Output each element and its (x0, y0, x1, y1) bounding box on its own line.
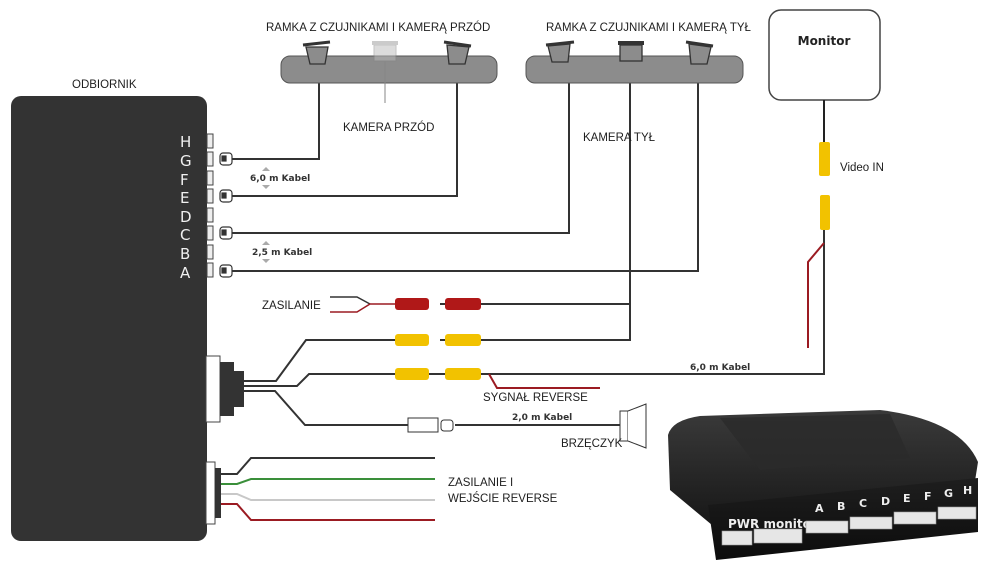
power-line: ZASILANIE (262, 296, 481, 313)
monitor-label: Monitor (798, 34, 851, 48)
rear-frame: RAMKA Z CZUJNIKAMI I KAMERĄ TYŁ KAMERA T… (525, 22, 752, 144)
front-frame: RAMKA Z CZUJNIKAMI I KAMERĄ PRZÓD KAMERA… (266, 21, 498, 134)
monitor: Monitor Video IN 6,0 m Kabel (315, 9, 884, 375)
device-pin-label: F (924, 490, 932, 503)
sensor-icon (443, 40, 472, 65)
pin-label: E (180, 189, 189, 207)
power-reverse-label: ZASILANIE I (448, 477, 513, 489)
pin-label: F (180, 171, 189, 189)
cable-length-front: 6,0 m Kabel (250, 167, 310, 189)
buzzer-icon (619, 403, 647, 449)
harness-socket (205, 355, 221, 423)
sensor-wires (232, 60, 699, 341)
pin-label: C (180, 226, 190, 244)
rca-connector-yellow (395, 334, 429, 346)
device-pin-label: A (815, 502, 824, 515)
front-camera-icon (372, 41, 398, 103)
pin-label: H (180, 133, 191, 151)
reverse-signal-label: SYGNAŁ REVERSE (483, 392, 588, 404)
device-pin-label: B (837, 500, 845, 513)
cable-length-label: 6,0 m Kabel (250, 174, 310, 184)
device-pin-labels: A B C D E F G H (815, 484, 972, 515)
receiver-label: ODBIORNIK (72, 79, 137, 91)
rca-connector-yellow (445, 334, 481, 346)
rca-connector-red (445, 298, 481, 310)
pin-label: A (180, 264, 191, 282)
device-label-main: PWR monitor (728, 517, 817, 531)
receiver-pins: H G F E D C B A (180, 133, 192, 282)
harness-plug (220, 362, 234, 416)
pin-label: B (180, 245, 190, 263)
receiver: ODBIORNIK H G F E D C B A (11, 79, 244, 541)
sensor-icon (302, 40, 331, 65)
receiver-body (11, 96, 207, 541)
rca-connector-yellow (819, 142, 830, 176)
buzzer-connector (407, 417, 439, 433)
device-photo: PWR monitor A B C D E F G H (668, 410, 978, 560)
device-pin-label: H (963, 484, 972, 497)
device-pin-label: E (903, 492, 911, 505)
buzzer-label: BRZĘCZYK (561, 438, 623, 450)
device-pin-label: D (881, 495, 890, 508)
pin-sockets (206, 133, 214, 278)
rear-camera-label: KAMERA TYŁ (583, 132, 656, 144)
device-pin-label: G (944, 487, 953, 500)
sensor-icon (685, 40, 714, 65)
harness-plug-end (234, 371, 244, 407)
front-frame-label: RAMKA Z CZUJNIKAMI I KAMERĄ PRZÓD (266, 21, 490, 34)
power-reverse-wires: ZASILANIE I WEJŚCIE REVERSE (221, 457, 558, 521)
device-pin-label: C (859, 497, 867, 510)
rca-connector-yellow (820, 195, 830, 230)
buzzer-cable-label: 2,0 m Kabel (512, 413, 572, 423)
front-camera-label: KAMERA PRZÓD (343, 121, 434, 134)
rca-connector-red (395, 298, 429, 310)
cable-length-label: 2,5 m Kabel (252, 248, 312, 258)
power-reverse-label: WEJŚCIE REVERSE (448, 492, 558, 505)
monitor-box (768, 9, 881, 101)
sensor-icon (545, 40, 575, 63)
rear-camera-icon (618, 41, 644, 62)
power-label: ZASILANIE (262, 300, 321, 312)
device-ports (721, 506, 977, 546)
rear-frame-label: RAMKA Z CZUJNIKAMI I KAMERĄ TYŁ (546, 22, 752, 34)
video-lines: SYGNAŁ REVERSE (244, 334, 600, 404)
sensor-plugs (219, 152, 233, 278)
rca-connector-yellow (395, 368, 429, 380)
power-socket (205, 461, 216, 525)
power-plug (215, 468, 221, 518)
pin-label: D (180, 208, 192, 226)
buzzer-line: 2,0 m Kabel BRZĘCZYK (244, 390, 647, 450)
video-in-label: Video IN (840, 162, 884, 174)
monitor-cable-label: 6,0 m Kabel (690, 363, 750, 373)
cable-length-rear: 2,5 m Kabel (252, 241, 312, 263)
rca-connector-yellow (445, 368, 481, 380)
pin-label: G (180, 152, 192, 170)
